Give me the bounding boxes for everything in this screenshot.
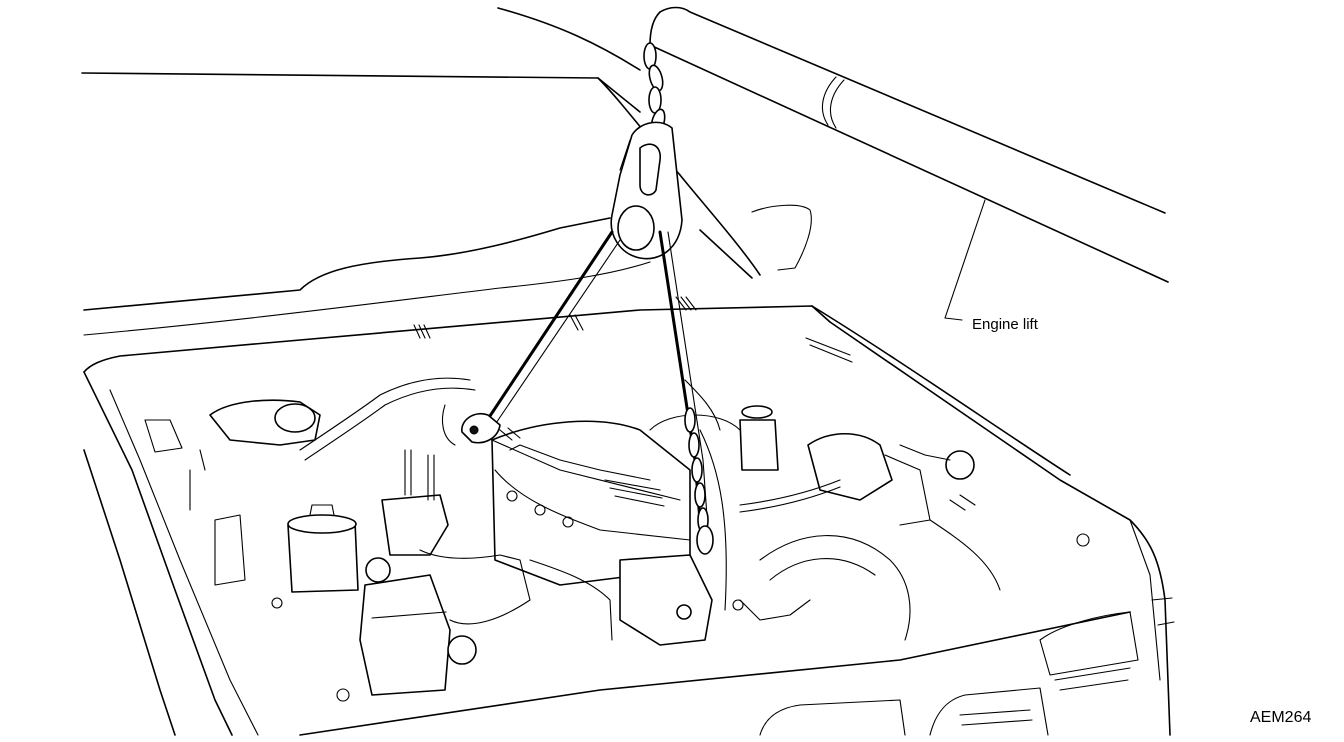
engine-lift-leader-line: [944, 199, 986, 321]
figure-code: AEM264: [1250, 709, 1311, 726]
engine-assembly: [144, 377, 1001, 696]
lift-chain-and-hook: [610, 42, 683, 260]
lift-slings: [441, 230, 721, 555]
raised-hood: [81, 7, 812, 336]
engine-lift-label: Engine lift: [972, 316, 1039, 333]
engine-lift-boom: [649, 6, 1169, 283]
vehicle-body: [83, 296, 1175, 736]
